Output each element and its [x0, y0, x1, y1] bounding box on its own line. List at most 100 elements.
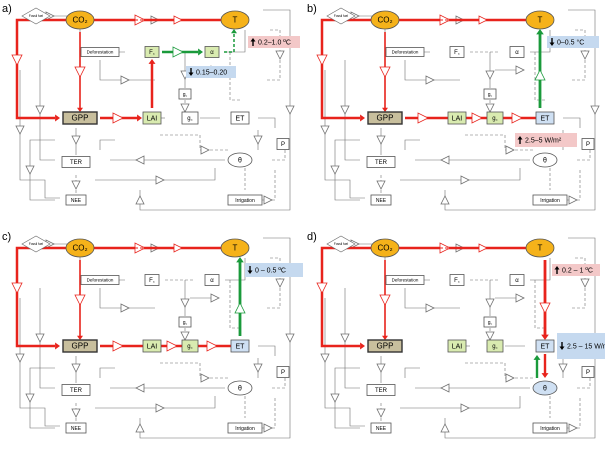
annotation-text: 2.5–5 W/m²	[525, 137, 562, 144]
red-triangle	[112, 112, 124, 124]
green-triangle	[172, 46, 184, 58]
nee-node-label: NEE	[71, 426, 82, 432]
gc-node	[181, 111, 199, 125]
red-loop-left	[320, 18, 527, 120]
annotation-text: 0.2–1.0 ºC	[258, 39, 291, 46]
gc-node-label: g꜀	[492, 344, 497, 350]
link-line	[229, 280, 240, 329]
lai-node-label: LAI	[147, 343, 158, 350]
connector-triangle	[180, 331, 190, 341]
link-line	[334, 367, 360, 429]
connector-triangle	[155, 403, 165, 413]
green-arrowhead	[533, 355, 541, 360]
red-loop-left	[15, 18, 222, 120]
red-triangle	[316, 282, 328, 294]
connector-triangle	[590, 105, 600, 115]
link-line	[530, 258, 551, 281]
link-line	[404, 288, 460, 309]
annotation-arrowhead	[250, 38, 256, 42]
lai-node	[142, 111, 162, 125]
link-line	[95, 168, 216, 181]
connector-triangle	[285, 333, 295, 343]
connector-triangle	[15, 125, 25, 135]
link-line	[324, 298, 365, 427]
link-line	[567, 398, 581, 429]
red-arrowhead	[360, 342, 365, 350]
green-triangle	[234, 302, 246, 314]
red-triangle	[539, 302, 551, 314]
annotation-text: 0.15–0.20	[196, 69, 227, 76]
connector-triangle	[320, 125, 330, 135]
connector-triangle	[568, 423, 578, 433]
connector-triangle	[376, 408, 386, 418]
lai-node-label: LAI	[147, 115, 158, 122]
link-line	[465, 362, 535, 379]
annotation-text: 0 – 0.5 ºC	[255, 267, 286, 274]
co2-node	[370, 10, 400, 30]
gc-node	[181, 339, 199, 353]
fc-node	[449, 46, 465, 58]
precipitation-node-label: P	[281, 142, 285, 148]
alpha-node-label: α	[515, 50, 519, 56]
precipitation-node	[276, 366, 290, 378]
irrigation-node	[227, 422, 263, 434]
gpp-node-border	[62, 339, 98, 353]
panel-letter: d)	[307, 231, 317, 243]
green-arrowhead	[236, 257, 244, 263]
irrigation-node-label: Irrigation	[235, 426, 255, 432]
red-loop-left	[15, 246, 222, 348]
connector-triangle	[460, 403, 470, 413]
link-line	[324, 70, 365, 199]
co2-node-label: CO₂	[377, 244, 392, 253]
soil-moisture-node-label: θ	[543, 157, 547, 164]
et-node-label: ET	[541, 343, 551, 350]
precipitation-node-label: P	[586, 370, 590, 376]
ter-node-label: TER	[375, 388, 388, 394]
gc-node-upper	[483, 316, 497, 328]
connector-triangle	[71, 135, 81, 145]
soil-moisture-node-label: θ	[543, 385, 547, 392]
connector-triangle	[460, 175, 470, 185]
temperature-node-label: T	[233, 16, 238, 25]
link-line	[160, 134, 230, 151]
ter-node	[366, 156, 396, 168]
lai-node	[447, 339, 467, 353]
red-arrowhead	[55, 342, 60, 350]
gpp-node-label: GPP	[72, 114, 89, 123]
alpha-node	[509, 46, 525, 58]
gpp-node-border	[367, 339, 403, 353]
connector-triangle	[180, 103, 190, 113]
connector-triangle	[135, 155, 145, 165]
annotation-box	[186, 66, 236, 78]
red-triangle	[478, 15, 488, 25]
red-arrowhead	[137, 114, 142, 122]
nee-node	[65, 422, 87, 434]
et-node	[230, 339, 250, 353]
gpp-node-label: GPP	[377, 114, 394, 123]
precipitation-node	[581, 366, 595, 378]
red-arrowhead	[541, 334, 549, 340]
alpha-node	[509, 274, 525, 286]
gc-node-label: g꜀	[187, 116, 192, 122]
connector-triangle	[253, 135, 263, 145]
red-arrowhead	[148, 59, 156, 64]
red-triangle	[511, 112, 523, 124]
link-line	[29, 367, 55, 429]
connector-triangle	[210, 293, 220, 303]
red-arrowhead	[541, 373, 549, 378]
fossil-fuel-label: Fossil fuel	[29, 14, 44, 18]
connector-triangle	[253, 363, 263, 373]
deforestation-node	[80, 47, 120, 57]
connector-triangle	[485, 70, 495, 80]
fc-node-label: F꜀	[149, 278, 155, 284]
ter-node-label: TER	[70, 160, 83, 166]
connector-triangle	[35, 105, 45, 115]
temperature-node-label: T	[538, 16, 543, 25]
link-line	[404, 60, 460, 81]
annotation-text: 2.5 – 15 W/m²	[567, 343, 605, 350]
link-line	[404, 139, 420, 150]
temperature-node-label: T	[538, 244, 543, 253]
